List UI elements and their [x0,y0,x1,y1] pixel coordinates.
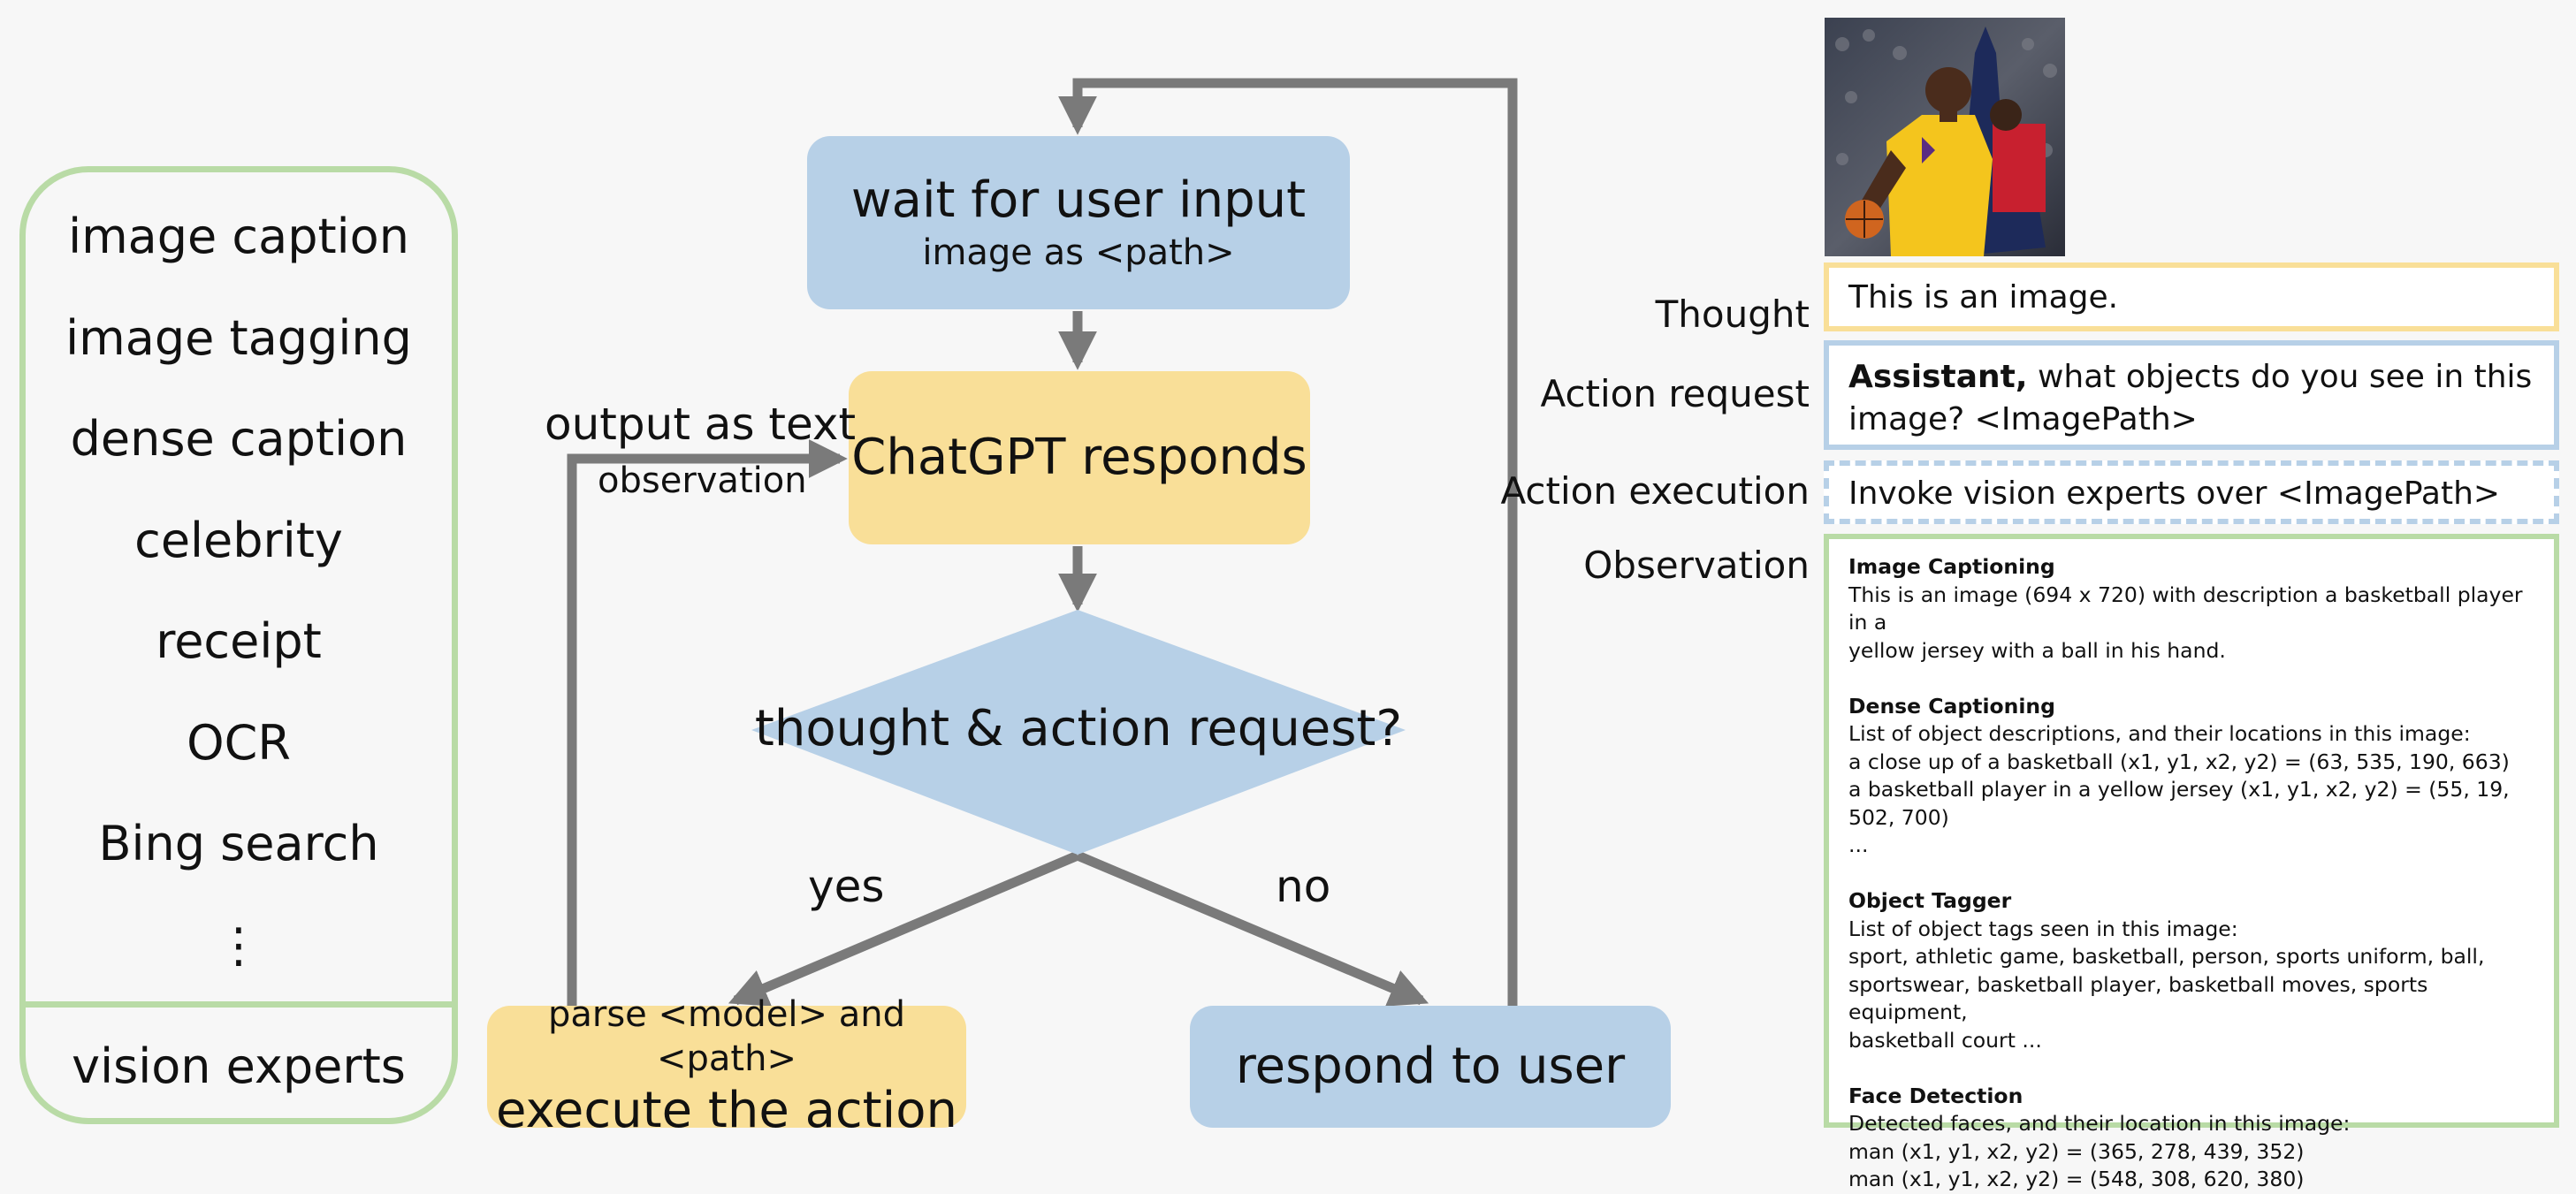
observation-label: Observation [1583,544,1810,587]
obs-heading: Image Captioning [1848,554,2055,579]
obs-line: man (x1, y1, x2, y2) = (548, 308, 620, 3… [1848,1167,2305,1191]
expert-item: image caption [68,209,409,264]
vision-experts-list: image caption image tagging dense captio… [19,203,458,1013]
obs-line: sport, athletic game, basketball, person… [1848,944,2485,969]
expert-item: celebrity [134,512,343,568]
decision-diamond [751,610,1406,855]
obs-line: Detected faces, and their location in th… [1848,1111,2351,1136]
action-request-box: Assistant, what objects do you see in th… [1824,340,2559,450]
example-basketball-image [1825,18,2065,256]
execute-subtitle: parse <model> and <path> [547,994,906,1079]
obs-line: sportswear, basketball player, basketbal… [1848,971,2428,1025]
obs-section-object-tagger: Object Tagger List of object tags seen i… [1848,887,2534,1054]
respond-title: respond to user [1235,1038,1626,1095]
execute-title: execute the action [496,1082,957,1139]
expert-item: Bing search [98,816,379,871]
request-text: what objects do you see in this image? <… [1848,359,2533,437]
vision-experts-panel [19,166,458,1124]
obs-line: a basketball player in a yellow jersey (… [1848,777,2510,830]
obs-line: ... [1848,833,1869,857]
vision-experts-footer: vision experts [72,1038,406,1094]
action-execution-box: Invoke vision experts over <ImagePath> [1824,460,2559,524]
observation-box: Image Captioning This is an image (694 x… [1824,534,2559,1191]
decision-label: thought & action request? [754,700,1403,757]
expert-item: dense caption [70,411,408,467]
respond-to-user-box: respond to user [1190,1006,1671,1128]
expert-item: image tagging [65,309,412,366]
request-assistant-name: Assistant, [1848,359,2028,395]
arrow-no-branch [1075,850,1429,1007]
obs-line: This is an image (694 x 720) with descri… [1848,582,2523,635]
execution-text: Invoke vision experts over <ImagePath> [1848,475,2501,512]
wait-title: wait for user input [850,171,1307,229]
obs-line: a close up of a basketball (x1, y1, x2, … [1848,749,2510,774]
action-request-label: Action request [1540,372,1810,415]
expert-item: OCR [187,714,291,771]
arrow-respond-loop [1058,78,1518,1006]
chatgpt-title: ChatGPT responds [851,429,1307,486]
observation-flow-label: observation [598,460,807,501]
flowchart-connectors [567,78,1518,1007]
thought-text: This is an image. [1848,279,2119,316]
obs-heading: Dense Captioning [1848,693,2055,719]
arrow-yes-branch [728,850,1080,1007]
obs-line: basketball court ... [1848,1027,2042,1053]
chatgpt-responds-box: ChatGPT responds [849,371,1310,544]
output-as-text-label: output as text [545,399,857,450]
execute-action-box: parse <model> and <path> execute the act… [487,994,966,1139]
wait-for-input-box: wait for user input image as <path> [807,136,1350,309]
action-execution-label: Action execution [1500,469,1810,513]
arrow-observation-loop [567,439,848,1006]
obs-heading: Face Detection [1848,1083,2023,1108]
expert-item-ellipsis: ⋮ [215,916,263,973]
obs-heading: Object Tagger [1848,888,2012,913]
obs-section-face-detection: Face Detection Detected faces, and their… [1848,1083,2534,1194]
obs-section-dense-captioning: Dense Captioning List of object descript… [1848,693,2534,860]
wait-subtitle: image as <path> [922,232,1235,273]
obs-line: man (x1, y1, x2, y2) = (365, 278, 439, 3… [1848,1138,2305,1164]
expert-item: receipt [156,613,322,669]
panel-divider [23,1001,454,1008]
obs-line: yellow jersey with a ball in his hand. [1848,637,2226,663]
yes-label: yes [808,861,885,912]
thought-label: Thought [1655,293,1810,336]
thought-box: This is an image. [1824,262,2559,331]
obs-line: List of object descriptions, and their l… [1848,721,2471,746]
no-label: no [1276,861,1331,912]
obs-section-image-captioning: Image Captioning This is an image (694 x… [1848,553,2534,665]
obs-line: List of object tags seen in this image: [1848,916,2238,941]
